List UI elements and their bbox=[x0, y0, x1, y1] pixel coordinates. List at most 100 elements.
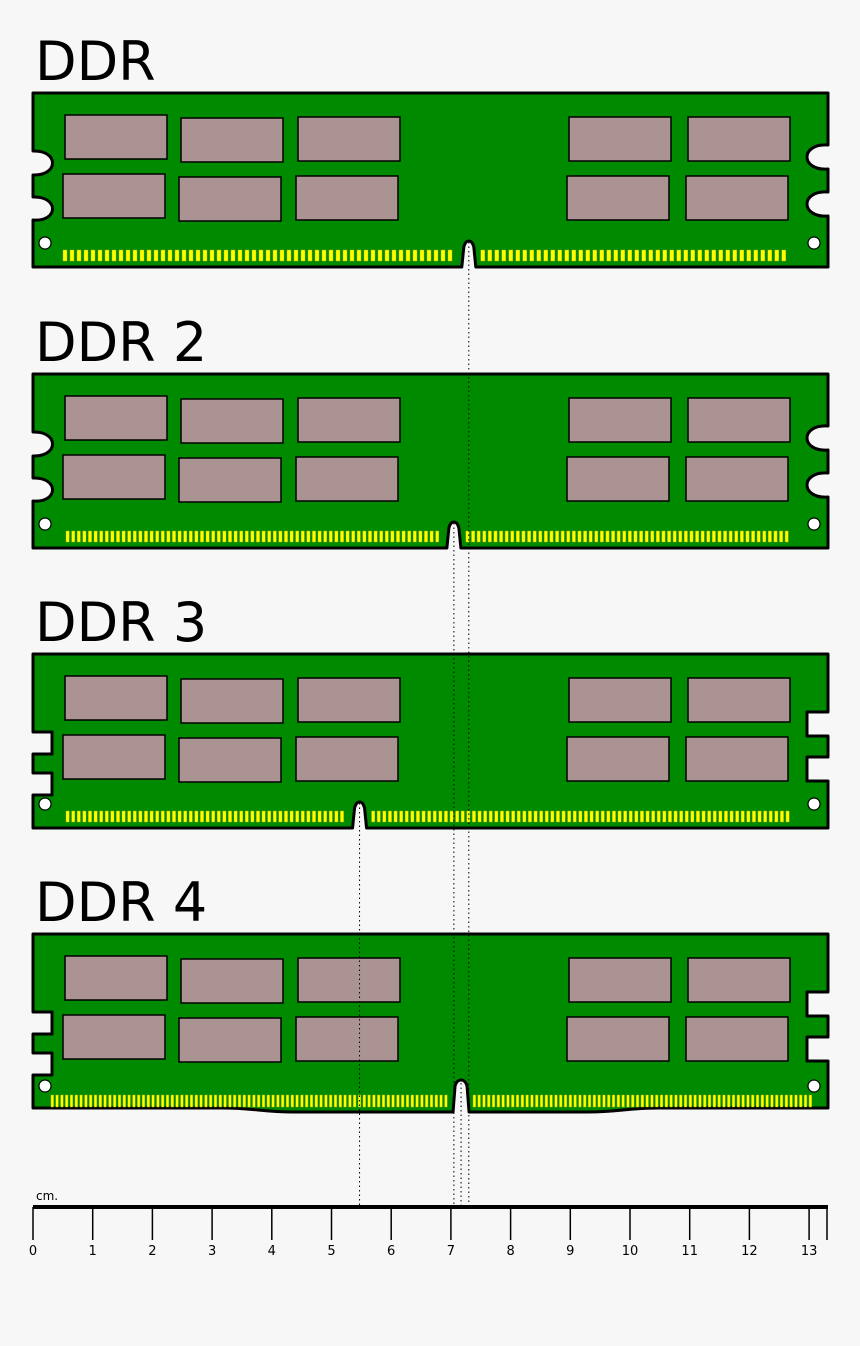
contact-pin bbox=[216, 530, 221, 543]
contact-pin bbox=[144, 810, 148, 823]
contact-pin bbox=[62, 249, 68, 262]
contact-pin bbox=[146, 249, 152, 262]
contact-pin bbox=[121, 530, 126, 543]
contact-pin bbox=[583, 1094, 587, 1108]
ruler-tick-label: 11 bbox=[681, 1244, 698, 1259]
contact-pin bbox=[717, 1094, 721, 1108]
contact-pin bbox=[516, 1094, 520, 1108]
memory-chip bbox=[62, 734, 166, 780]
contact-pin bbox=[583, 530, 587, 543]
contact-pin bbox=[117, 1094, 121, 1108]
memory-chip bbox=[687, 957, 791, 1003]
contact-pin bbox=[684, 810, 689, 823]
contact-pin bbox=[295, 1094, 299, 1108]
contact-pin bbox=[204, 1094, 208, 1108]
contact-pin bbox=[700, 530, 705, 543]
contact-pin bbox=[779, 530, 783, 543]
contact-pin bbox=[93, 810, 98, 823]
contact-pin bbox=[211, 530, 216, 543]
contact-pin bbox=[370, 249, 376, 262]
contact-pin bbox=[430, 1094, 434, 1108]
contact-pin bbox=[334, 810, 339, 823]
contact-pin bbox=[756, 530, 761, 543]
contact-pin bbox=[188, 530, 193, 543]
contact-pin bbox=[199, 1094, 203, 1108]
contact-pin bbox=[651, 810, 655, 823]
contact-pin bbox=[500, 810, 504, 823]
contact-pin bbox=[272, 249, 278, 262]
contact-pin bbox=[118, 249, 124, 262]
contact-pin bbox=[82, 810, 87, 823]
contact-pin bbox=[104, 810, 109, 823]
contact-pin bbox=[472, 810, 476, 823]
contact-pin bbox=[688, 1094, 692, 1108]
contact-pin bbox=[449, 810, 454, 823]
contact-pin bbox=[678, 530, 683, 543]
ruler-tick-label: 5 bbox=[327, 1244, 335, 1259]
contact-pin bbox=[273, 530, 277, 543]
contact-pin bbox=[218, 1094, 222, 1108]
mounting-hole bbox=[38, 517, 52, 531]
contact-pin bbox=[780, 810, 784, 823]
contact-pin bbox=[188, 810, 193, 823]
contact-pin bbox=[335, 249, 341, 262]
contact-pin bbox=[404, 810, 409, 823]
contact-pin bbox=[390, 530, 395, 543]
contact-pin bbox=[242, 1094, 246, 1108]
contact-pins bbox=[50, 1094, 812, 1108]
contact-pin bbox=[93, 1094, 97, 1108]
memory-chip bbox=[566, 175, 670, 221]
contact-pin bbox=[493, 530, 498, 543]
contact-pin bbox=[472, 1094, 476, 1108]
contact-pin bbox=[357, 530, 361, 543]
contact-pin bbox=[477, 1094, 481, 1108]
contact-pin bbox=[343, 1094, 347, 1108]
contact-pin bbox=[167, 249, 173, 262]
ruler-tick-label: 2 bbox=[148, 1244, 156, 1259]
contact-pin bbox=[284, 530, 288, 543]
contact-pin bbox=[144, 530, 148, 543]
contact-pin bbox=[314, 1094, 318, 1108]
contact-pin bbox=[516, 810, 521, 823]
contact-pin bbox=[433, 249, 439, 262]
contact-pin bbox=[429, 530, 434, 543]
ruler-tick-label: 13 bbox=[801, 1244, 818, 1259]
contact-pin bbox=[804, 1094, 808, 1108]
contact-pin bbox=[104, 530, 109, 543]
contact-pin bbox=[334, 1094, 338, 1108]
memory-chip bbox=[566, 456, 670, 502]
contact-pin bbox=[289, 530, 294, 543]
contact-pin bbox=[349, 249, 355, 262]
memory-chip bbox=[297, 957, 401, 1003]
memory-chip bbox=[568, 397, 672, 443]
contact-pin bbox=[605, 530, 610, 543]
contact-pin bbox=[535, 1094, 539, 1108]
ruler-tick-label: 8 bbox=[506, 1244, 514, 1259]
contact-pin bbox=[756, 1094, 760, 1108]
contact-pin bbox=[286, 249, 292, 262]
contact-pin bbox=[527, 530, 531, 543]
contact-pin bbox=[244, 530, 249, 543]
contact-pin bbox=[794, 1094, 798, 1108]
contact-pin bbox=[476, 530, 481, 543]
contact-pin bbox=[125, 249, 131, 262]
contact-pin bbox=[785, 810, 790, 823]
contact-pin bbox=[247, 1094, 251, 1108]
contact-pin bbox=[138, 530, 143, 543]
contact-pin bbox=[376, 810, 381, 823]
contact-pin bbox=[767, 249, 773, 262]
contact-pin bbox=[607, 1094, 611, 1108]
contact-pin bbox=[216, 810, 221, 823]
contact-pin bbox=[662, 810, 667, 823]
contact-pin bbox=[155, 810, 160, 823]
contact-pin bbox=[679, 1094, 683, 1108]
contact-pin bbox=[110, 810, 115, 823]
contact-pin bbox=[200, 810, 204, 823]
contact-pin bbox=[501, 249, 507, 262]
contact-pin bbox=[760, 1094, 764, 1108]
contact-pin bbox=[611, 530, 615, 543]
contact-pin bbox=[780, 1094, 784, 1108]
contact-pin bbox=[69, 249, 75, 262]
contact-pin bbox=[439, 1094, 443, 1108]
contact-pin bbox=[261, 530, 266, 543]
